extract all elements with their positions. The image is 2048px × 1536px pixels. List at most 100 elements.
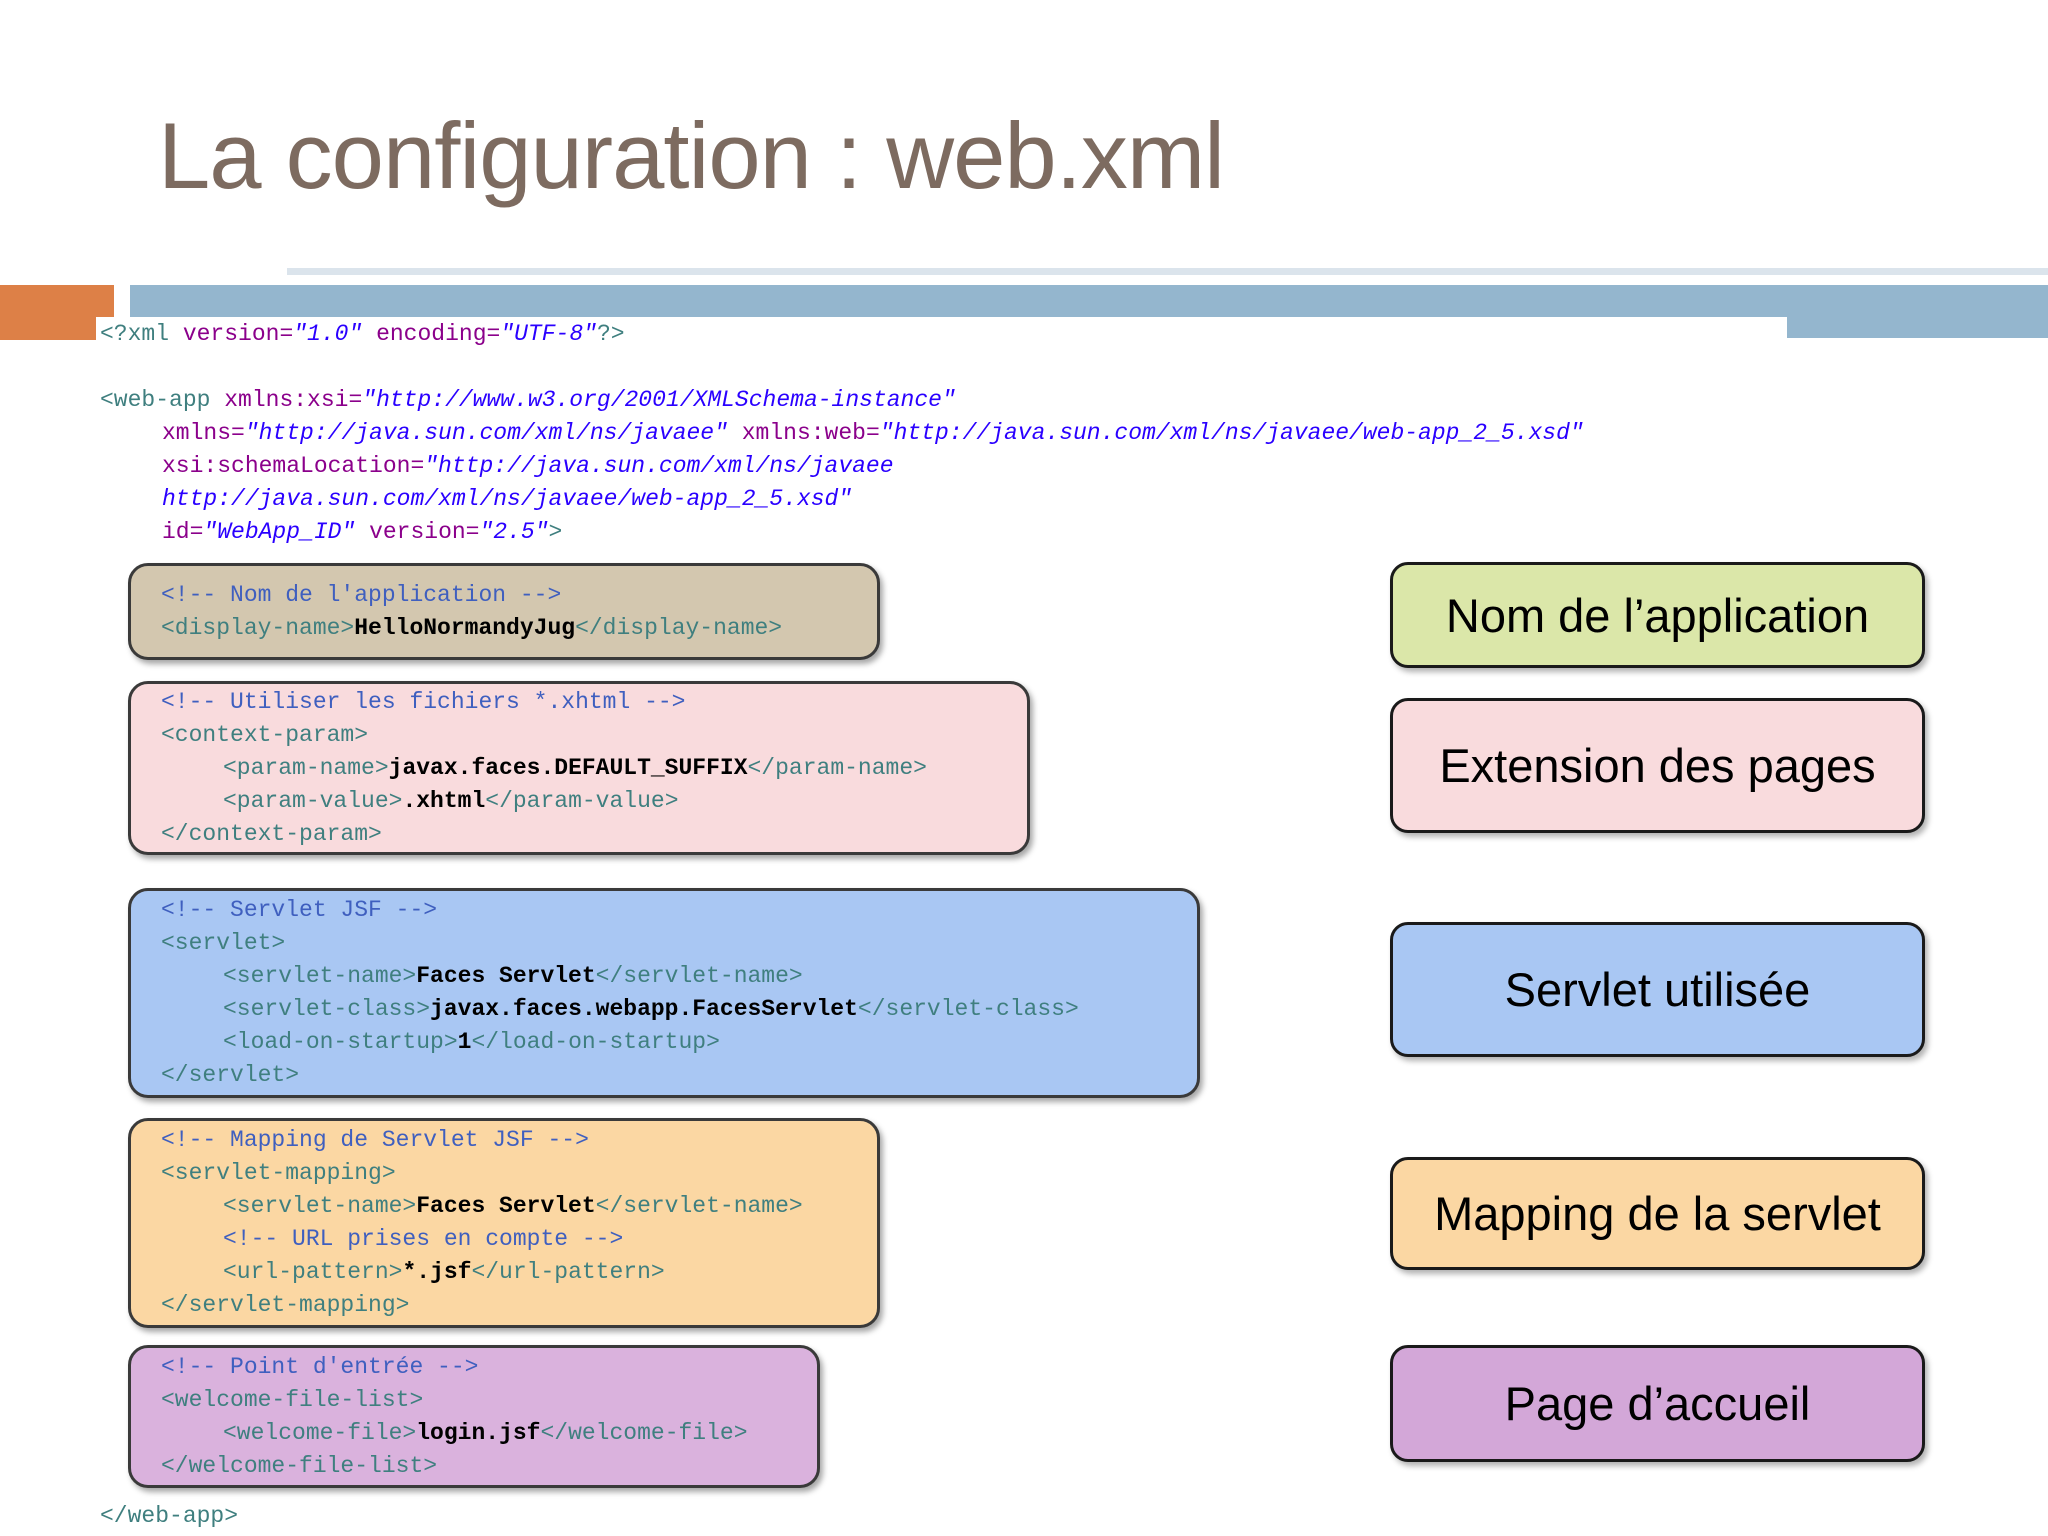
code-line: <!-- Utiliser les fichiers *.xhtml --> — [161, 686, 1027, 719]
code-line: id="WebApp_ID" version="2.5"> — [100, 516, 1584, 549]
code-token: <servlet-name> — [223, 1193, 417, 1219]
code-token — [362, 321, 376, 347]
code-token: 1 — [457, 1029, 472, 1055]
code-token: > — [548, 519, 563, 545]
code-token: <!-- Mapping de Servlet JSF --> — [161, 1127, 589, 1153]
code-line: <url-pattern>*.jsf</url-pattern> — [161, 1256, 877, 1289]
orange-accent-square — [0, 285, 114, 340]
label-extension-pages: Extension des pages — [1390, 698, 1925, 833]
code-token: <load-on-startup> — [223, 1029, 458, 1055]
code-token: version= — [182, 321, 294, 347]
code-token: </param-name> — [747, 754, 927, 781]
code-token: </web-app> — [100, 1503, 239, 1529]
code-token: Faces Servlet — [416, 963, 596, 989]
code-line: <!-- Nom de l'application --> — [161, 579, 877, 612]
code-token: ?> — [596, 321, 625, 347]
code-line: <servlet> — [161, 927, 1197, 960]
code-token: "http://www.w3.org/2001/XMLSchema-instan… — [362, 387, 956, 413]
code-token: </welcome-file-list> — [161, 1452, 438, 1479]
code-line: <servlet-class>javax.faces.webapp.FacesS… — [161, 993, 1197, 1026]
label-servlet-utilisee: Servlet utilisée — [1390, 922, 1925, 1057]
code-token: <servlet-name> — [223, 963, 417, 989]
code-token: </welcome-file> — [540, 1419, 748, 1446]
code-box-servlet: <!-- Servlet JSF --> <servlet> <servlet-na… — [128, 888, 1200, 1098]
code-line: <servlet-name>Faces Servlet</servlet-nam… — [161, 1190, 877, 1223]
code-token: <servlet-class> — [223, 996, 431, 1022]
code-token: xmlns:web= — [741, 420, 880, 446]
code-token: <context-param> — [161, 721, 369, 748]
code-line: </servlet-mapping> — [161, 1289, 877, 1322]
code-token: <!-- URL prises en compte --> — [223, 1226, 624, 1252]
code-token: xmlns:xsi= — [224, 387, 363, 413]
code-token: <!-- Utiliser les fichiers *.xhtml --> — [161, 688, 686, 715]
code-token: </servlet-name> — [595, 963, 803, 989]
xml-prolog: <?xml version="1.0" encoding="UTF-8"?> <… — [100, 318, 1584, 549]
code-token — [728, 420, 742, 446]
code-panel-backdrop — [96, 317, 1787, 365]
code-line: </servlet> — [161, 1059, 1197, 1092]
code-line: xmlns="http://java.sun.com/xml/ns/javaee… — [100, 417, 1584, 450]
code-token: "http://java.sun.com/xml/ns/javaee/web-a… — [879, 420, 1584, 446]
code-token: *.jsf — [402, 1259, 472, 1285]
header-thin-line — [287, 268, 2048, 275]
label-text: Nom de l’application — [1445, 588, 1870, 642]
code-token: </servlet> — [161, 1062, 300, 1088]
code-line: <param-value>.xhtml</param-value> — [161, 785, 1027, 818]
code-token: "WebApp_ID" — [203, 519, 356, 545]
code-line: <!-- Servlet JSF --> — [161, 894, 1197, 927]
code-token: </display-name> — [575, 614, 783, 641]
code-token — [355, 519, 369, 545]
code-token: xsi:schemaLocation= — [162, 453, 425, 479]
label-text: Page d’accueil — [1504, 1377, 1811, 1430]
code-token: <servlet-mapping> — [161, 1160, 396, 1186]
code-line: <!-- Point d'entrée --> — [161, 1351, 817, 1384]
code-token: encoding= — [376, 321, 501, 347]
code-box-context-param: <!-- Utiliser les fichiers *.xhtml --> <c… — [128, 681, 1030, 855]
code-token: HelloNormandyJug — [354, 614, 576, 641]
code-token: javax.faces.webapp.FacesServlet — [430, 996, 858, 1022]
code-token: http://java.sun.com/xml/ns/javaee/web-ap… — [162, 486, 853, 512]
code-token: </param-value> — [485, 787, 679, 814]
code-box-welcome-file-list: <!-- Point d'entrée --> <welcome-file-lis… — [128, 1345, 820, 1488]
code-line: <context-param> — [161, 719, 1027, 752]
label-text: Mapping de la servlet — [1434, 1187, 1881, 1240]
label-mapping-servlet: Mapping de la servlet — [1390, 1157, 1925, 1270]
code-token: </url-pattern> — [471, 1259, 665, 1285]
code-token: <param-name> — [223, 754, 389, 781]
code-line: </welcome-file-list> — [161, 1450, 817, 1483]
label-text: Servlet utilisée — [1504, 963, 1811, 1016]
label-page-accueil: Page d’accueil — [1390, 1345, 1925, 1462]
code-token: <servlet> — [161, 930, 286, 956]
label-nom-application: Nom de l’application — [1390, 562, 1925, 668]
code-line — [100, 351, 1584, 384]
code-token: "2.5" — [479, 519, 549, 545]
code-token: login.jsf — [416, 1419, 541, 1446]
code-line: </context-param> — [161, 818, 1027, 851]
code-token: </context-param> — [161, 820, 382, 847]
code-token: "http://java.sun.com/xml/ns/javaee" — [244, 420, 728, 446]
label-text: Extension des pages — [1439, 739, 1876, 792]
code-line: xsi:schemaLocation="http://java.sun.com/… — [100, 450, 1584, 483]
xml-epilog: </web-app> — [100, 1500, 238, 1533]
code-token: <!-- Nom de l'application --> — [161, 581, 562, 608]
code-token: "UTF-8" — [500, 321, 597, 347]
code-token: <welcome-file-list> — [161, 1386, 424, 1413]
code-token: .xhtml — [402, 787, 486, 814]
code-line: </web-app> — [100, 1500, 238, 1533]
code-line: <?xml version="1.0" encoding="UTF-8"?> — [100, 318, 1584, 351]
code-token: xmlns= — [162, 420, 245, 446]
slide-title: La configuration : web.xml — [158, 103, 1225, 208]
code-token: <url-pattern> — [223, 1259, 403, 1285]
code-box-display-name: <!-- Nom de l'application --> <display-na… — [128, 563, 880, 660]
code-token: </load-on-startup> — [471, 1029, 720, 1055]
code-token: "http://java.sun.com/xml/ns/javaee — [424, 453, 894, 479]
code-token: Faces Servlet — [416, 1193, 596, 1219]
code-token: <web-app — [100, 387, 225, 413]
code-line: <display-name>HelloNormandyJug</display-… — [161, 612, 877, 645]
code-line: <load-on-startup>1</load-on-startup> — [161, 1026, 1197, 1059]
code-token: <!-- Point d'entrée --> — [161, 1353, 479, 1380]
code-token: <!-- Servlet JSF --> — [161, 897, 438, 923]
code-token: "1.0" — [293, 321, 363, 347]
code-box-servlet-mapping: <!-- Mapping de Servlet JSF --> <servlet-… — [128, 1118, 880, 1328]
